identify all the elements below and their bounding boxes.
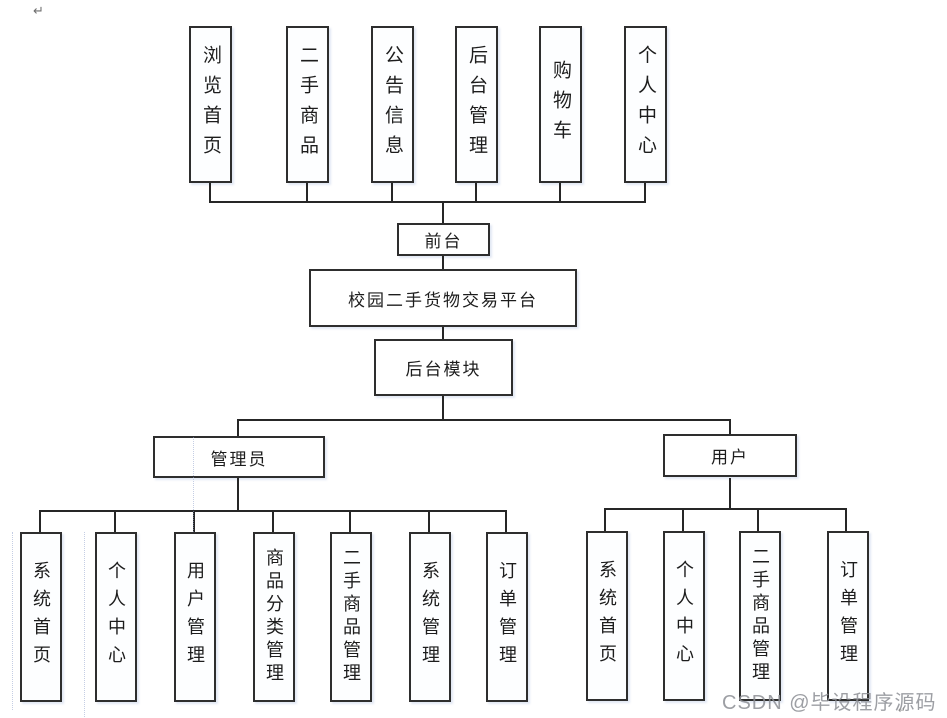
node-label: 个人中心 <box>674 560 694 672</box>
artifact-dotted-line <box>84 532 85 717</box>
connector <box>209 183 211 203</box>
node-user-system-home: 系统首页 <box>586 531 628 701</box>
artifact-dotted-line <box>12 532 13 710</box>
node-label: 二手商品管理 <box>341 548 361 686</box>
connector <box>306 183 308 203</box>
node-admin-system-management: 系统管理 <box>409 532 451 702</box>
node-label: 系统管理 <box>420 561 440 673</box>
node-front-secondhand-goods: 二手商品 <box>286 26 329 183</box>
connector <box>757 508 759 532</box>
node-admin-category-management: 商品分类管理 <box>253 532 295 702</box>
node-front-backend-management: 后台管理 <box>455 26 498 183</box>
node-admin-order-management: 订单管理 <box>486 532 528 702</box>
connector <box>644 183 646 203</box>
connector <box>729 478 731 509</box>
node-user-personal-center: 个人中心 <box>663 531 705 701</box>
node-frontend: 前台 <box>397 223 490 256</box>
connector <box>442 396 444 421</box>
connector <box>442 327 444 340</box>
node-front-personal-center: 个人中心 <box>624 26 667 183</box>
connector <box>39 510 41 533</box>
connector <box>559 183 561 203</box>
connector <box>237 478 239 512</box>
node-label: 系统首页 <box>31 561 51 673</box>
node-label: 校园二手货物交易平台 <box>348 290 538 310</box>
node-front-shopping-cart: 购物车 <box>539 26 582 183</box>
node-label: 前台 <box>424 232 463 251</box>
node-label: 订单管理 <box>497 561 517 673</box>
connector <box>349 510 351 533</box>
connector <box>442 201 444 223</box>
node-front-announcements: 公告信息 <box>371 26 414 183</box>
node-user-order-management: 订单管理 <box>827 531 869 701</box>
connector <box>845 508 847 532</box>
connector <box>237 419 239 437</box>
connector <box>209 201 646 203</box>
node-admin-user-management: 用户管理 <box>174 532 216 702</box>
node-user-secondhand-goods-management: 二手商品管理 <box>739 531 781 701</box>
node-label: 公告信息 <box>382 44 403 165</box>
connector <box>272 510 274 533</box>
artifact-dotted-line <box>193 437 194 532</box>
connector <box>729 419 731 435</box>
node-admin-secondhand-goods-management: 二手商品管理 <box>330 532 372 702</box>
node-label: 订单管理 <box>838 560 858 672</box>
node-label: 浏览首页 <box>200 44 221 165</box>
node-label: 二手商品管理 <box>750 547 770 685</box>
node-front-browse-home: 浏览首页 <box>189 26 232 183</box>
node-admin-personal-center: 个人中心 <box>95 532 137 702</box>
node-label: 后台管理 <box>466 44 487 165</box>
connector <box>391 183 393 203</box>
connector <box>193 510 195 533</box>
node-admin-system-home: 系统首页 <box>20 532 62 702</box>
node-label: 个人中心 <box>635 44 656 165</box>
node-label: 用户管理 <box>185 561 205 673</box>
connector <box>505 510 507 533</box>
node-label: 后台模块 <box>405 360 482 379</box>
connector <box>428 510 430 533</box>
node-platform-root: 校园二手货物交易平台 <box>309 269 577 327</box>
connector <box>682 508 684 532</box>
connector <box>442 256 444 270</box>
node-label: 购物车 <box>550 59 571 150</box>
node-label: 商品分类管理 <box>264 548 284 686</box>
connector <box>475 183 477 203</box>
connector <box>237 419 731 421</box>
connector <box>114 510 116 533</box>
node-label: 用户 <box>711 448 749 467</box>
node-role-admin: 管理员 <box>153 436 325 478</box>
node-label: 系统首页 <box>597 560 617 672</box>
paragraph-return-mark: ↵ <box>898 705 906 715</box>
node-backend-module: 后台模块 <box>374 339 513 396</box>
node-label: 管理员 <box>210 449 268 469</box>
node-role-user: 用户 <box>663 434 797 477</box>
csdn-watermark: CSDN @毕设程序源码 <box>722 692 937 714</box>
connector <box>604 508 847 510</box>
node-label: 二手商品 <box>297 44 318 165</box>
node-label: 个人中心 <box>106 561 126 673</box>
connector <box>604 508 606 532</box>
paragraph-return-mark: ↵ <box>33 3 44 18</box>
